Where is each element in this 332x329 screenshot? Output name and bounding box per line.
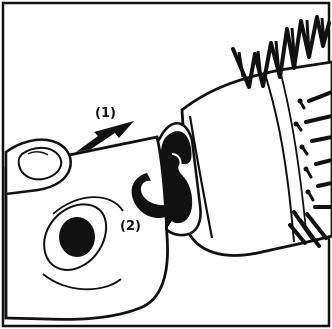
thumb-icon: [4, 138, 72, 196]
release-button-icon: [43, 203, 108, 271]
step-label-1: (1): [95, 106, 116, 121]
round-brush-icon: [180, 15, 332, 257]
rotate-arrow-icon: [131, 173, 183, 231]
step-label-2: (2): [120, 219, 141, 234]
push-arrow-icon: [76, 121, 134, 152]
